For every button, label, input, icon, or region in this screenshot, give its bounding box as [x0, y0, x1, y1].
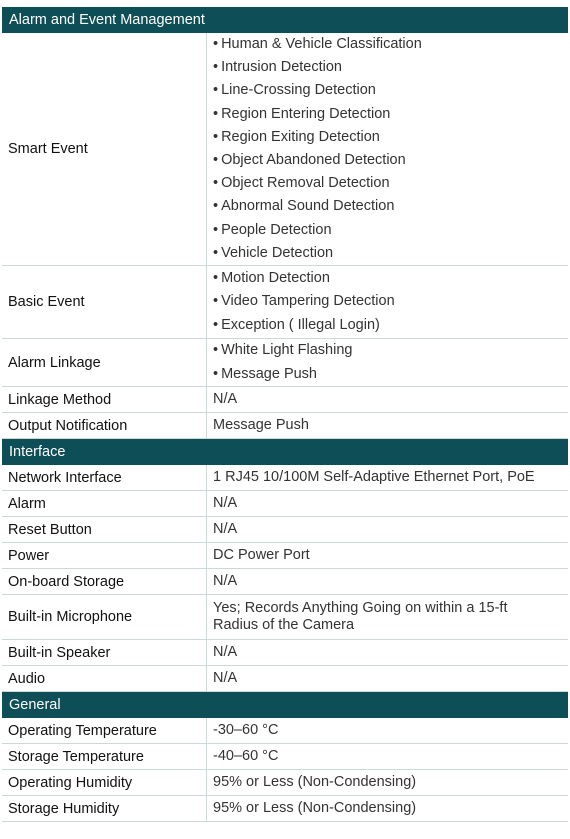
- alarm-linkage-list: White Light Flashing Message Push: [213, 339, 568, 385]
- row-value: N/A: [213, 391, 238, 407]
- row-label: Operating Humidity: [2, 770, 207, 795]
- row-label: Built-in Speaker: [2, 640, 207, 665]
- row-label: Alarm: [2, 491, 207, 516]
- row-label: Built-in Microphone: [2, 595, 207, 639]
- table-row: Output Notification Message Push: [2, 413, 568, 439]
- row-label: Reset Button: [2, 517, 207, 542]
- list-item: People Detection: [213, 219, 568, 242]
- row-label: Output Notification: [2, 413, 207, 438]
- row-label: Alarm Linkage: [2, 339, 207, 386]
- row-value: N/A: [213, 495, 238, 511]
- table-row: Operating Humidity 95% or Less (Non-Cond…: [2, 770, 568, 796]
- list-item: Object Removal Detection: [213, 172, 568, 195]
- table-row: Operating Temperature -30–60 °C: [2, 718, 568, 744]
- list-item: Vehicle Detection: [213, 242, 568, 265]
- smart-event-list: Human & Vehicle Classification Intrusion…: [213, 33, 568, 265]
- table-row: Audio N/A: [2, 666, 568, 692]
- table-row: Built-in Speaker N/A: [2, 640, 568, 666]
- list-item: Abnormal Sound Detection: [213, 195, 568, 218]
- table-row: Smart Event Human & Vehicle Classificati…: [2, 33, 568, 266]
- list-item: Video Tampering Detection: [213, 290, 568, 313]
- list-item: Object Abandoned Detection: [213, 149, 568, 172]
- list-item: White Light Flashing: [213, 339, 568, 362]
- row-value: Yes; Records Anything Going on within a …: [207, 595, 568, 639]
- row-value: Human & Vehicle Classification Intrusion…: [207, 33, 568, 265]
- list-item: Exception ( Illegal Login): [213, 314, 568, 337]
- row-value-text: Yes; Records Anything Going on within a …: [213, 600, 508, 633]
- spec-table: Alarm and Event Management Smart Event H…: [2, 7, 568, 822]
- table-row: Linkage Method N/A: [2, 387, 568, 413]
- row-value: White Light Flashing Message Push: [207, 339, 568, 386]
- list-item: Intrusion Detection: [213, 56, 568, 79]
- row-label: Power: [2, 543, 207, 568]
- row-label: Operating Temperature: [2, 718, 207, 743]
- row-label: Storage Humidity: [2, 796, 207, 821]
- table-row: On-board Storage N/A: [2, 569, 568, 595]
- section-header-general: General: [2, 692, 568, 718]
- row-value: Message Push: [213, 417, 309, 433]
- row-value: -30–60 °C: [213, 722, 279, 738]
- section-header-alarm-event: Alarm and Event Management: [2, 7, 568, 33]
- table-row: Basic Event Motion Detection Video Tampe…: [2, 266, 568, 339]
- row-value: N/A: [213, 573, 238, 589]
- list-item: Line-Crossing Detection: [213, 79, 568, 102]
- row-label: Basic Event: [2, 266, 207, 338]
- table-row: Built-in Microphone Yes; Records Anythin…: [2, 595, 568, 640]
- row-value: DC Power Port: [213, 547, 310, 563]
- table-row: Alarm N/A: [2, 491, 568, 517]
- list-item: Region Entering Detection: [213, 103, 568, 126]
- list-item: Message Push: [213, 363, 568, 386]
- table-row: Power DC Power Port: [2, 543, 568, 569]
- table-row: Storage Humidity 95% or Less (Non-Conden…: [2, 796, 568, 822]
- row-value: 95% or Less (Non-Condensing): [213, 800, 417, 816]
- row-value: N/A: [213, 670, 238, 686]
- row-label: Linkage Method: [2, 387, 207, 412]
- row-label: Smart Event: [2, 33, 207, 265]
- section-header-interface: Interface: [2, 439, 568, 465]
- basic-event-list: Motion Detection Video Tampering Detecti…: [213, 267, 568, 337]
- row-label: Audio: [2, 666, 207, 691]
- list-item: Motion Detection: [213, 267, 568, 290]
- table-row: Alarm Linkage White Light Flashing Messa…: [2, 339, 568, 387]
- row-value: N/A: [213, 644, 238, 660]
- list-item: Human & Vehicle Classification: [213, 33, 568, 56]
- row-value: Motion Detection Video Tampering Detecti…: [207, 266, 568, 338]
- row-value: N/A: [213, 521, 238, 537]
- row-label: On-board Storage: [2, 569, 207, 594]
- row-label: Network Interface: [2, 465, 207, 490]
- table-row: Reset Button N/A: [2, 517, 568, 543]
- row-value: -40–60 °C: [213, 748, 279, 764]
- row-value: 1 RJ45 10/100M Self-Adaptive Ethernet Po…: [213, 469, 535, 485]
- list-item: Region Exiting Detection: [213, 126, 568, 149]
- row-value: 95% or Less (Non-Condensing): [213, 774, 417, 790]
- table-row: Network Interface 1 RJ45 10/100M Self-Ad…: [2, 465, 568, 491]
- table-row: Storage Temperature -40–60 °C: [2, 744, 568, 770]
- row-label: Storage Temperature: [2, 744, 207, 769]
